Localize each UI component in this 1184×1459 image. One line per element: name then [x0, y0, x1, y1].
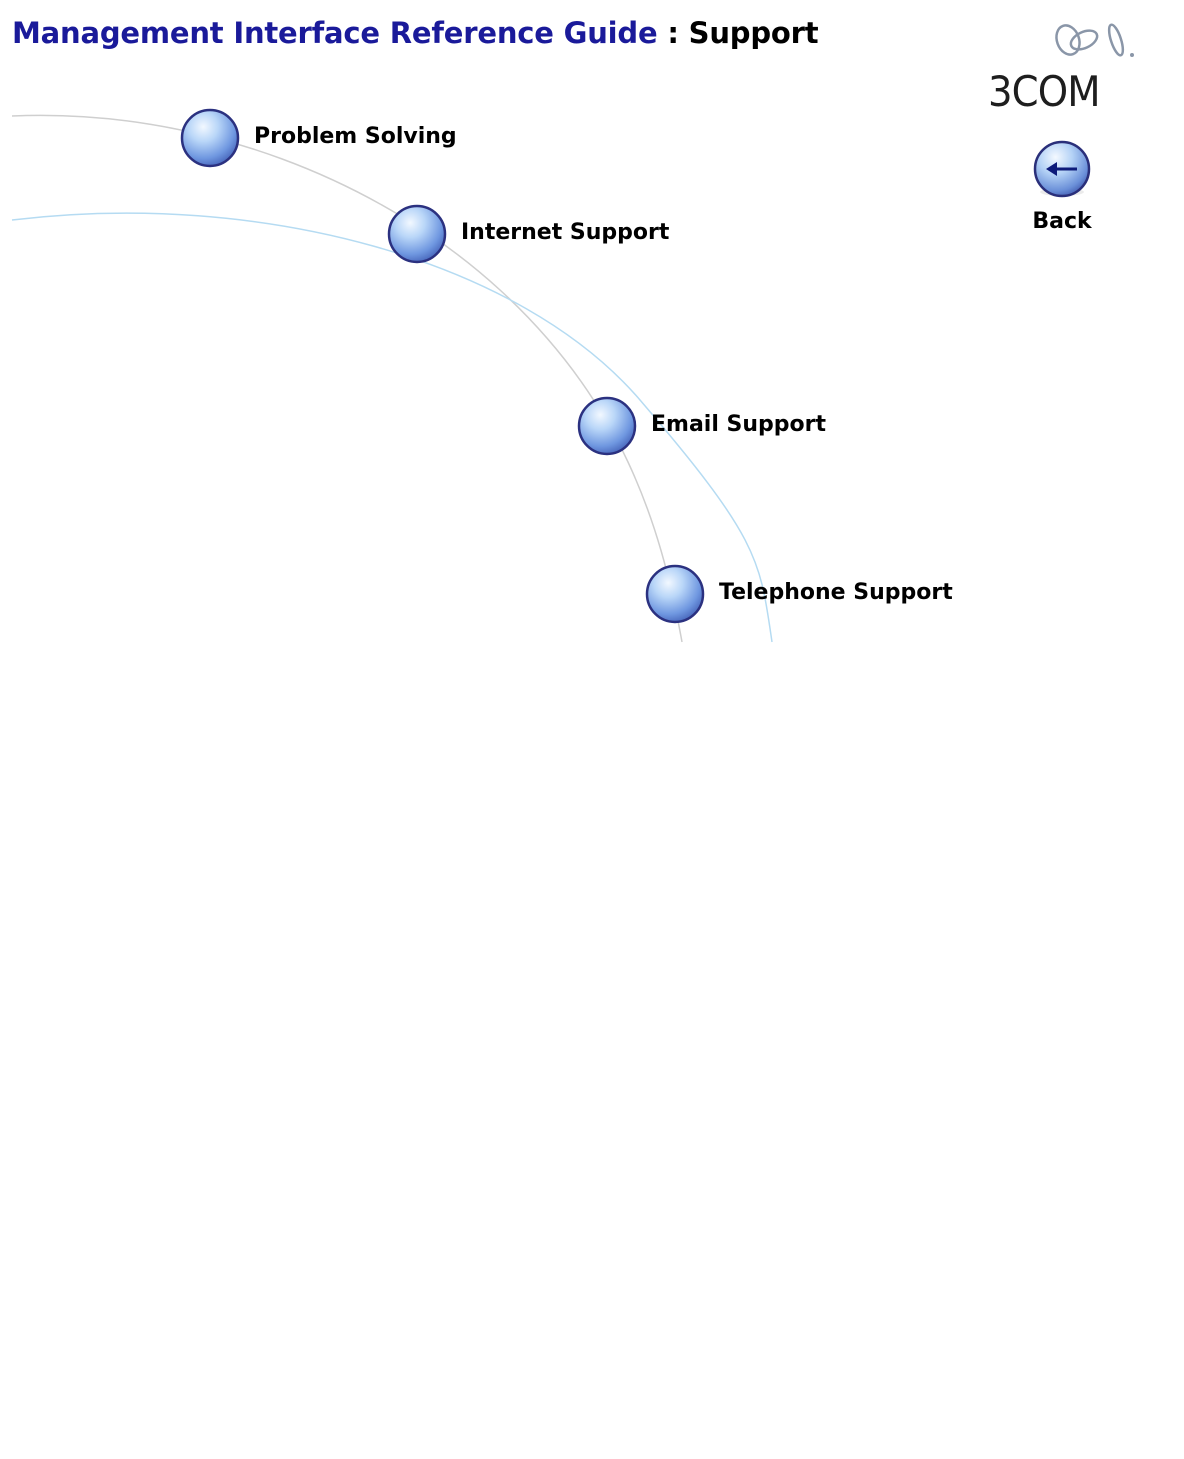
gray-arc	[11, 114, 683, 643]
title-separator: :	[657, 16, 689, 50]
section-title: Support	[688, 16, 819, 50]
blue-orb-icon	[577, 396, 637, 456]
decorative-arcs	[11, 114, 773, 643]
nav-label-problem-solving: Problem Solving	[254, 124, 457, 149]
nav-label-internet-support: Internet Support	[461, 220, 670, 245]
back-button[interactable]: Back	[1026, 140, 1098, 240]
nav-label-telephone-support: Telephone Support	[719, 580, 953, 605]
blue-orb-icon	[387, 204, 447, 264]
page-title: Management Interface Reference Guide : S…	[12, 14, 819, 52]
3com-wordmark: 3COM	[988, 67, 1101, 116]
blue-orb-icon	[645, 564, 705, 624]
back-label: Back	[1032, 209, 1092, 234]
3com-logo: 3COM	[986, 18, 1146, 114]
left-arrow-icon	[1033, 140, 1091, 198]
nav-label-email-support: Email Support	[651, 412, 827, 437]
3com-rings-logo-icon	[1055, 23, 1134, 57]
guide-title: Management Interface Reference Guide	[12, 16, 658, 50]
blue-orb-icon	[180, 108, 240, 168]
blue-arc	[11, 212, 773, 643]
